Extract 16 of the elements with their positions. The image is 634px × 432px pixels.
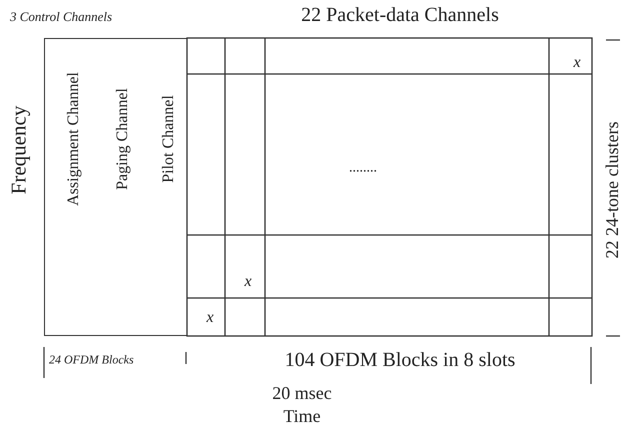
axis-annotation: 24 OFDM Blocks — [49, 353, 134, 367]
axis-annotation: 22 Packet-data Channels — [301, 4, 499, 26]
channel-label: Assignment Channel — [65, 72, 83, 206]
axis-annotation: 104 OFDM Blocks in 8 slots — [284, 349, 516, 371]
axis-title: Time — [283, 407, 321, 427]
channel-label: Paging Channel — [114, 88, 132, 190]
cell-mark: x — [573, 54, 581, 72]
axis-annotation: 22 24-tone clusters — [603, 122, 623, 258]
channel-label: Pilot Channel — [160, 95, 178, 183]
axis-annotation: 3 Control Channels — [10, 10, 112, 24]
control-channel-band — [44, 38, 187, 336]
cell-mark: x — [244, 273, 252, 291]
ellipsis: ........ — [349, 160, 377, 176]
axis-annotation: 20 msec — [272, 384, 332, 404]
axis-title: Frequency — [7, 106, 31, 194]
cell-mark: x — [206, 309, 214, 327]
